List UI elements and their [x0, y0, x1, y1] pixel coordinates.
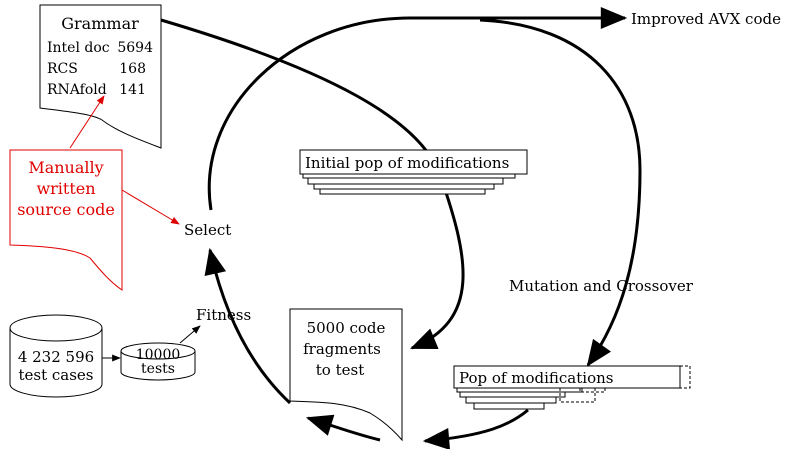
loop-bottom-arrow	[305, 414, 381, 442]
sample-to-fitness-arrow	[179, 325, 201, 344]
grammar-row-name: RCS	[47, 61, 78, 77]
grammar-document: Grammar Intel doc 5694 RCS 168 RNAfold 1…	[39, 4, 162, 149]
sample-tests-database: 10000 tests	[120, 342, 196, 381]
note-to-select-arrow	[121, 189, 180, 225]
fragments-to-select-arrow	[204, 247, 292, 405]
test-cases-count: 4 232 596	[18, 348, 94, 366]
pop-label: Pop of modifications	[459, 369, 613, 387]
select-node: Select	[184, 221, 231, 239]
initial-pop-label: Initial pop of modifications	[305, 154, 509, 172]
grammar-row-name: RNAfold	[47, 82, 107, 98]
manual-note-line: written	[36, 179, 95, 198]
sample-tests-label: tests	[141, 361, 175, 377]
grammar-row-value: 5694	[117, 40, 153, 56]
grammar-row-name: Intel doc	[47, 40, 110, 56]
output-label: Improved AVX code	[631, 10, 781, 28]
test-cases-label: test cases	[18, 366, 93, 384]
pop-stack: Pop of modifications	[453, 365, 691, 410]
fragments-line: to test	[316, 361, 364, 379]
fragments-line: fragments	[303, 340, 381, 358]
pop-to-fragments-arrow	[422, 408, 529, 449]
mutation-arc-arrow	[479, 18, 642, 367]
grammar-row-value: 168	[119, 61, 146, 77]
manual-source-note: Manually written source code	[9, 95, 180, 291]
grammar-title: Grammar	[61, 14, 139, 33]
fragments-line: 5000 code	[307, 319, 386, 337]
mutation-label: Mutation and Crossover	[509, 277, 694, 295]
code-fragments-document: 5000 code fragments to test	[289, 308, 403, 442]
grammar-row-value: 141	[119, 82, 146, 98]
manual-note-line: source code	[17, 200, 115, 219]
select-to-output-arrow	[207, 7, 628, 211]
initial-pop-stack: Initial pop of modifications	[299, 149, 528, 195]
sample-tests-count: 10000	[136, 347, 181, 363]
manual-note-line: Manually	[28, 158, 103, 177]
test-cases-database: 4 232 596 test cases	[9, 314, 103, 398]
note-to-grammar-arrow	[69, 95, 105, 149]
fitness-label: Fitness	[196, 306, 251, 324]
